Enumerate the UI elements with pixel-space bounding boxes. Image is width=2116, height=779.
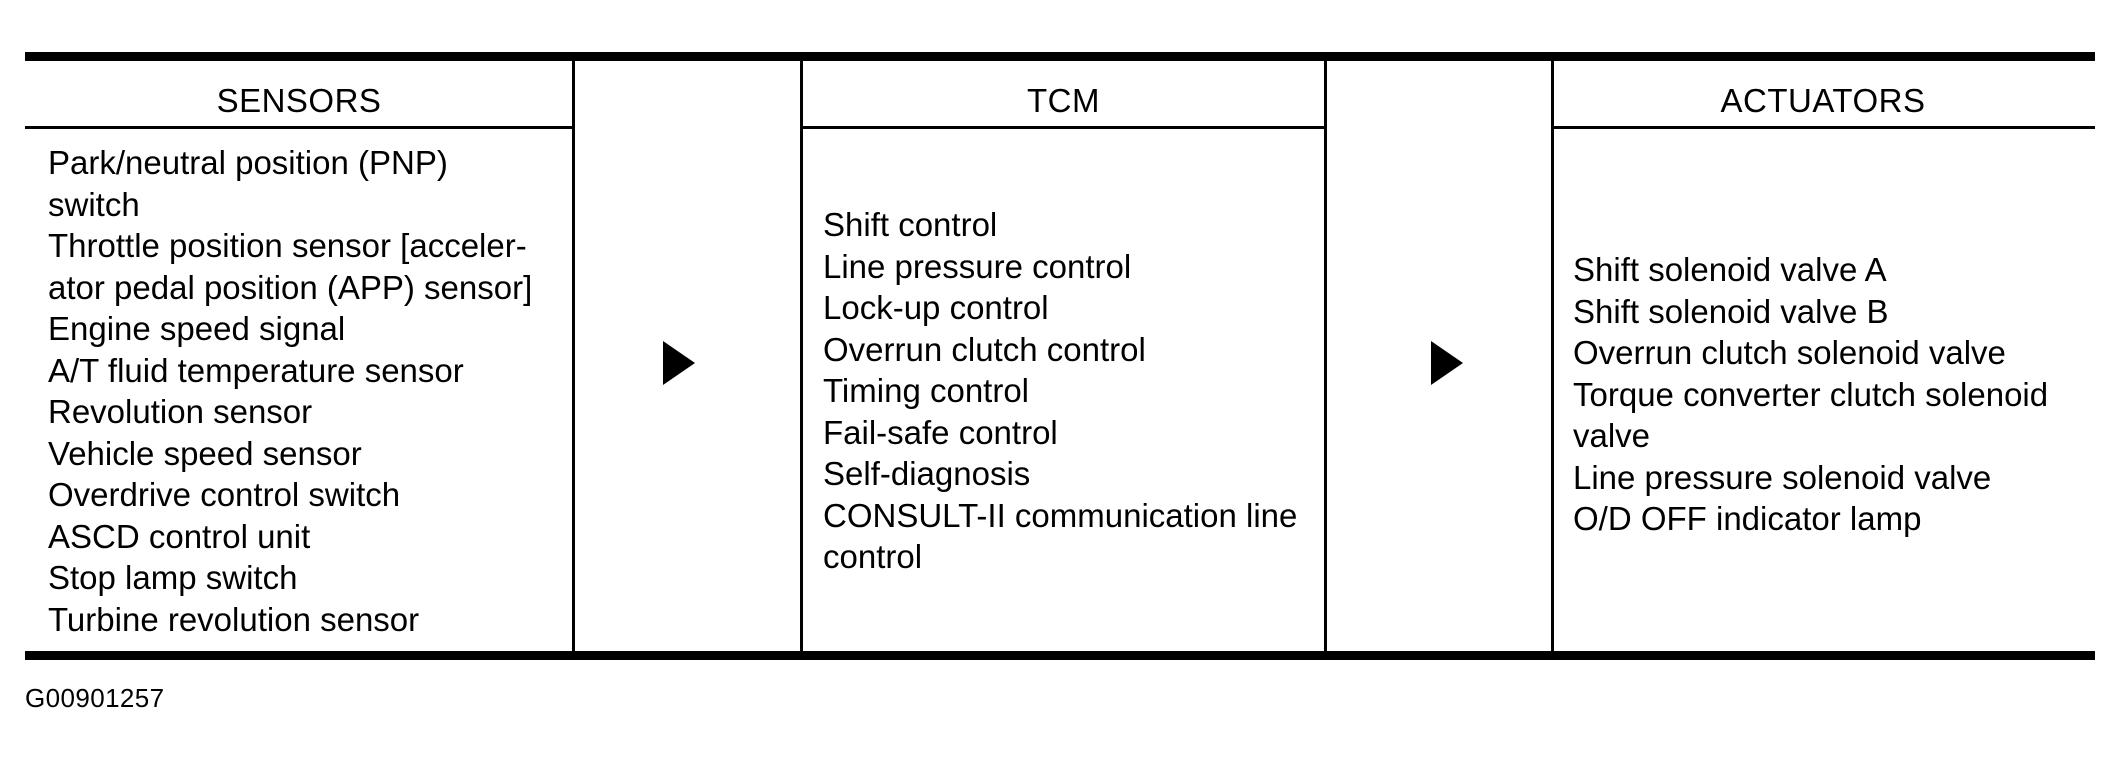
list-item: Lock-up control [823, 289, 1049, 326]
list-item: Shift control [823, 206, 998, 243]
list-item: Shift solenoid valve A [1573, 251, 1887, 288]
list-item: Revolution sensor [48, 393, 313, 430]
list-item: Shift solenoid valve B [1573, 292, 1889, 330]
list-item: Overdrive control switch [48, 476, 401, 513]
header-rule-sensors [25, 126, 573, 129]
list-item: Overrun clutch control [823, 330, 1146, 368]
arrow-right-icon-tcm-to-actuators [1431, 341, 1463, 385]
arrow-right-icon-sensors-to-tcm [663, 341, 695, 385]
list-item: Line pressure solenoid valve [1573, 458, 1992, 496]
actuators-list: Shift solenoid valve A Shift solenoid val… [1573, 249, 2095, 540]
list-item: CONSULT-II communication line control [823, 496, 1298, 576]
list-item: Stop lamp switch [48, 559, 298, 596]
divider-tcm-left [800, 61, 803, 651]
column-header-sensors: SENSORS [216, 82, 382, 119]
list-item: Fail-safe control [823, 413, 1058, 451]
list-item: Throttle position sensor [acceler- ator … [48, 227, 533, 306]
frame-top-rule [25, 52, 2095, 61]
frame-bottom-rule [25, 651, 2095, 660]
list-item: Self-diagnosis [823, 455, 1031, 492]
list-item: Engine speed signal [48, 310, 346, 347]
list-item: A/T fluid temperature sensor [48, 351, 464, 389]
list-item: Park/neutral position (PNP) switch [48, 144, 448, 223]
divider-actuators-left [1551, 61, 1554, 651]
divider-sensors-right [572, 61, 575, 651]
header-rule-actuators [1551, 126, 2095, 129]
list-item: Torque converter clutch solenoid valve [1573, 375, 2049, 455]
list-item: ASCD control unit [48, 517, 311, 555]
column-header-actuators: ACTUATORS [1720, 82, 1926, 119]
list-item: Vehicle speed sensor [48, 434, 362, 472]
column-header-tcm: TCM [1027, 82, 1100, 119]
list-item: Timing control [823, 372, 1030, 409]
header-rule-tcm [800, 126, 1327, 129]
figure-caption: G00901257 [25, 683, 165, 713]
list-item: Turbine revolution sensor [48, 600, 420, 638]
list-item: O/D OFF indicator lamp [1573, 500, 1922, 537]
divider-tcm-right [1324, 61, 1327, 651]
list-item: Overrun clutch solenoid valve [1573, 334, 2006, 371]
list-item: Line pressure control [823, 247, 1132, 285]
